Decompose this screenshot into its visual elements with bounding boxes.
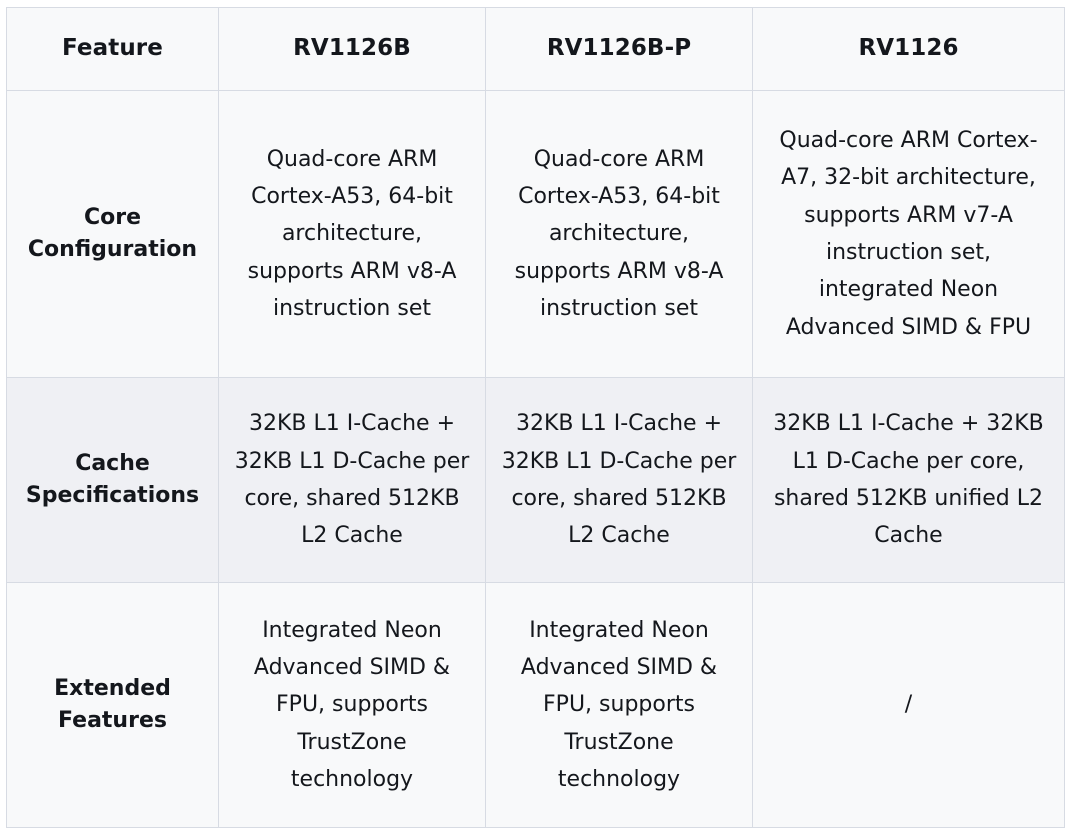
table-header: Feature RV1126B RV1126B-P RV1126 [6,7,1065,91]
column-header-feature: Feature [6,7,219,91]
cell-extended-features-rv1126b-p: Integrated Neon Advanced SIMD & FPU, sup… [485,582,753,828]
row-header-core-configuration: Core Configuration [6,90,219,378]
comparison-table-container: Feature RV1126B RV1126B-P RV1126 Core Co… [6,7,1065,828]
cell-extended-features-rv1126: / [752,582,1065,828]
column-header-rv1126: RV1126 [752,7,1065,91]
cell-cache-specifications-rv1126: 32KB L1 I-Cache + 32KB L1 D-Cache per co… [752,377,1065,583]
table-header-row: Feature RV1126B RV1126B-P RV1126 [6,7,1065,91]
cell-cache-specifications-rv1126b: 32KB L1 I-Cache + 32KB L1 D-Cache per co… [218,377,486,583]
table-row: Extended Features Integrated Neon Advanc… [6,582,1065,828]
column-header-rv1126b-p: RV1126B-P [485,7,753,91]
cell-core-configuration-rv1126b-p: Quad-core ARM Cortex-A53, 64-bit archite… [485,90,753,378]
row-header-extended-features: Extended Features [6,582,219,828]
table-body: Core Configuration Quad-core ARM Cortex-… [6,90,1065,828]
row-header-cache-specifications: Cache Specifications [6,377,219,583]
cell-core-configuration-rv1126b: Quad-core ARM Cortex-A53, 64-bit archite… [218,90,486,378]
cell-cache-specifications-rv1126b-p: 32KB L1 I-Cache + 32KB L1 D-Cache per co… [485,377,753,583]
table-row: Cache Specifications 32KB L1 I-Cache + 3… [6,377,1065,583]
cell-extended-features-rv1126b: Integrated Neon Advanced SIMD & FPU, sup… [218,582,486,828]
soc-comparison-table: Feature RV1126B RV1126B-P RV1126 Core Co… [6,7,1065,828]
cell-core-configuration-rv1126: Quad-core ARM Cortex-A7, 32-bit architec… [752,90,1065,378]
table-row: Core Configuration Quad-core ARM Cortex-… [6,90,1065,378]
column-header-rv1126b: RV1126B [218,7,486,91]
